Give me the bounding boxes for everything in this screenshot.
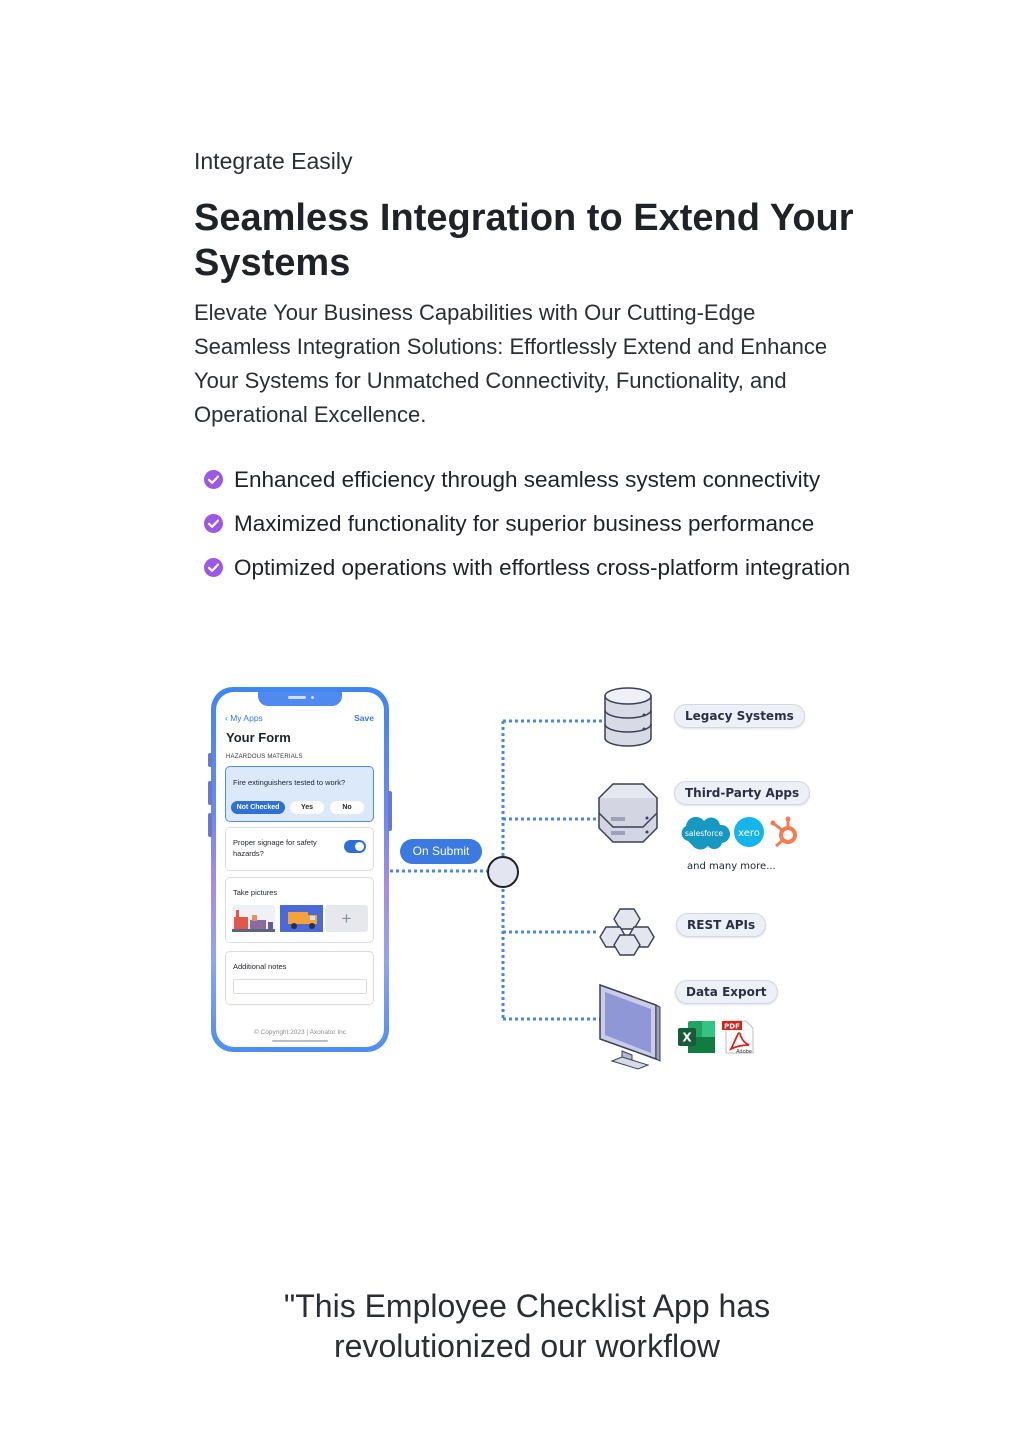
feature-text: Optimized operations with effortless cro…: [234, 555, 851, 580]
question-text: Proper signage for safety hazards?: [233, 838, 317, 858]
copyright-text: © Copyright 2023 | Axonator Inc: [253, 1029, 347, 1036]
server-stack-icon: [597, 783, 659, 843]
quote-line-2: revolutionized our workflow: [334, 1328, 720, 1364]
pdf-logo: PDF Adobe: [722, 1020, 754, 1055]
add-photo-button[interactable]: +: [325, 905, 368, 932]
option-yes[interactable]: Yes: [290, 801, 324, 814]
eyebrow: Integrate Easily: [194, 148, 353, 174]
option-not-checked[interactable]: Not Checked: [231, 801, 285, 814]
feature-text: Maximized functionality for superior bus…: [234, 511, 815, 536]
question-text: Additional notes: [233, 962, 287, 971]
signage-toggle[interactable]: [344, 840, 366, 853]
phone-screen: ‹ My Apps Save Your Form HAZARDOUS MATER…: [216, 692, 384, 1047]
excel-letter: X: [682, 1031, 692, 1045]
feature-item: Optimized operations with effortless cro…: [204, 550, 894, 585]
phone-mockup: ‹ My Apps Save Your Form HAZARDOUS MATER…: [208, 687, 392, 1052]
api-hexagons-icon: [599, 908, 655, 956]
question-text: Take pictures: [233, 888, 278, 897]
form-section-label: HAZARDOUS MATERIALS: [226, 754, 303, 760]
check-circle-icon: [204, 470, 223, 489]
save-button[interactable]: Save: [354, 713, 374, 723]
feature-text: Enhanced efficiency through seamless sys…: [234, 467, 821, 492]
feature-item: Enhanced efficiency through seamless sys…: [204, 462, 894, 497]
xero-logo: xero: [734, 817, 764, 847]
feature-item: Maximized functionality for superior bus…: [204, 506, 894, 541]
back-link[interactable]: ‹ My Apps: [225, 713, 263, 723]
testimonial-quote: "This Employee Checklist App has revolut…: [0, 1286, 1024, 1366]
chevron-left-icon: ‹: [225, 713, 231, 723]
tag-rest-apis: REST APIs: [676, 913, 767, 937]
pdf-label: PDF: [724, 1023, 740, 1031]
section-title: Seamless Integration to Extend Your Syst…: [194, 197, 854, 284]
database-icon: [604, 687, 652, 747]
connection-lines: [390, 719, 603, 1021]
option-no[interactable]: No: [330, 801, 364, 814]
adobe-label: Adobe: [736, 1049, 752, 1055]
question-text: Fire extinguishers tested to work?: [233, 778, 346, 787]
tag-data-export: Data Export: [675, 980, 778, 1004]
question-card-pictures: Take pictures: [225, 877, 374, 943]
truck-photo-thumbnail[interactable]: [280, 905, 323, 932]
section-lead: Elevate Your Business Capabilities with …: [194, 300, 828, 427]
check-circle-icon: [204, 514, 223, 533]
question-card-extinguishers: Fire extinguishers tested to work? Not C…: [225, 766, 374, 822]
more-integrations-text: and many more...: [687, 861, 776, 872]
monitor-icon: [599, 983, 661, 1070]
quote-line-1: "This Employee Checklist App has: [283, 1288, 771, 1324]
question-card-signage: Proper signage for safety hazards?: [225, 827, 374, 871]
question-card-notes: Additional notes: [225, 951, 374, 1005]
phone-side-button: [208, 753, 212, 767]
hub-node: [487, 856, 519, 888]
salesforce-logo: salesforce: [681, 816, 730, 850]
hubspot-logo: [770, 816, 797, 848]
factory-photo-thumbnail[interactable]: [232, 905, 275, 932]
excel-logo: X: [678, 1021, 715, 1053]
integration-illustration: ‹ My Apps Save Your Form HAZARDOUS MATER…: [205, 683, 815, 1073]
phone-notch: [258, 692, 342, 706]
tag-third-party-apps: Third-Party Apps: [674, 781, 811, 805]
phone-side-button: [208, 813, 212, 837]
on-submit-badge: On Submit: [400, 839, 482, 864]
check-circle-icon: [204, 558, 223, 577]
tag-legacy-systems: Legacy Systems: [674, 704, 805, 728]
phone-side-button: [388, 791, 392, 831]
form-title: Your Form: [226, 730, 291, 745]
home-indicator: [272, 1040, 328, 1042]
notes-input[interactable]: [233, 979, 367, 994]
feature-list: Enhanced efficiency through seamless sys…: [204, 462, 894, 594]
salesforce-wordmark: salesforce: [685, 829, 723, 838]
phone-side-button: [208, 781, 212, 805]
xero-wordmark: xero: [738, 828, 760, 839]
